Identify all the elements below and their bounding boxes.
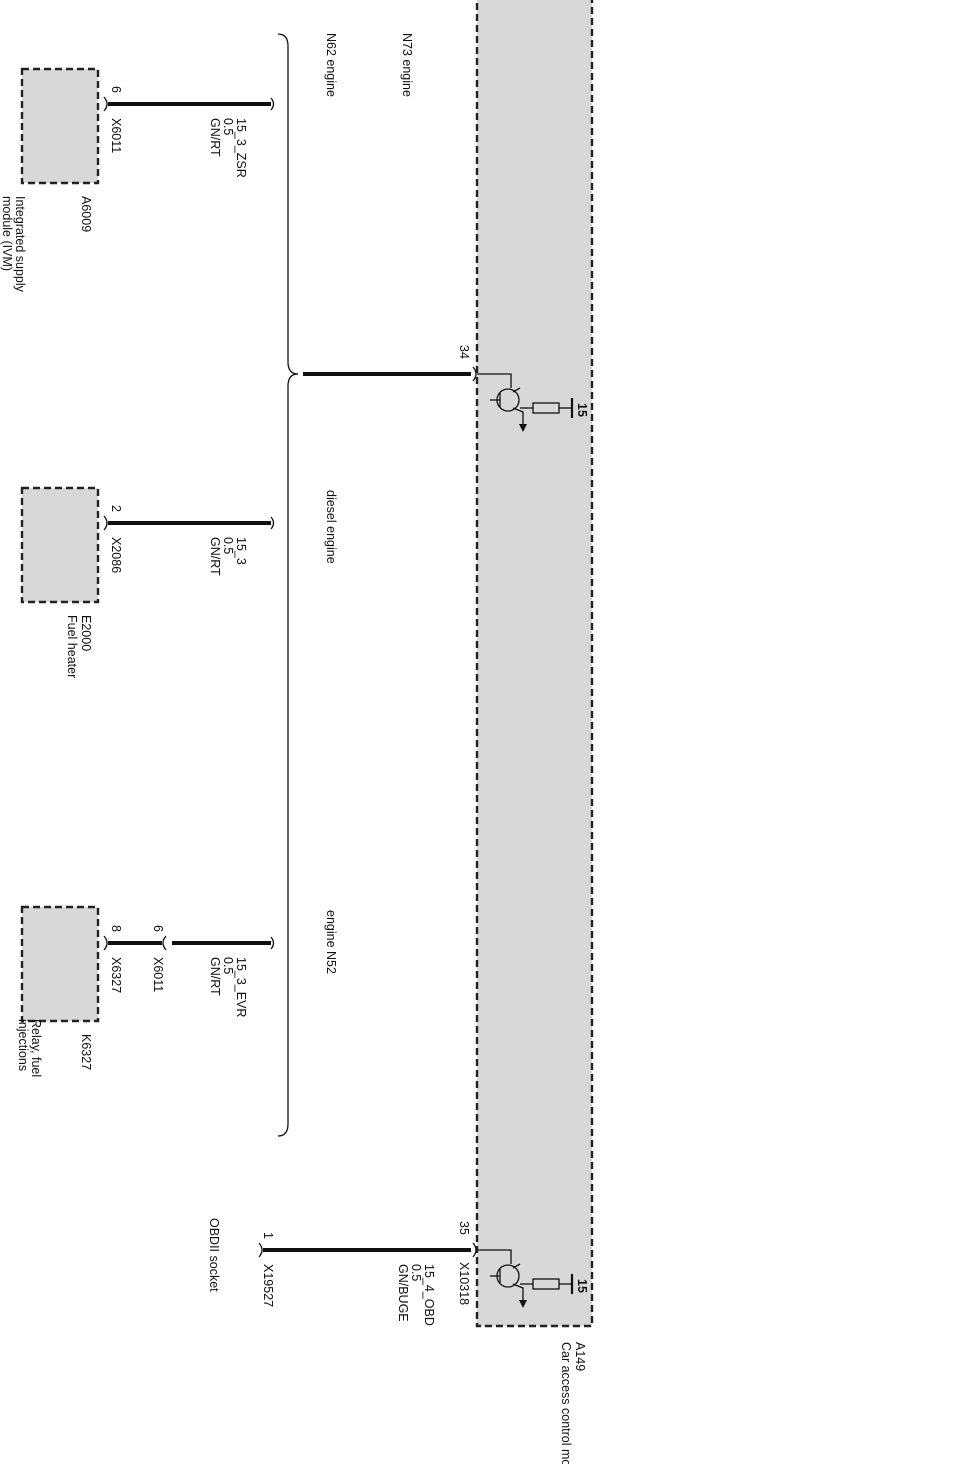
car-access-control-module-box (475, 0, 594, 1328)
module-pin-34: 34 (457, 345, 471, 359)
component-relay: 8 X6327 K6327 Relay, fuel injections (16, 925, 123, 1078)
module-supply-label-lower: 15 (575, 1279, 589, 1293)
internal-transistor-circuit-lower (477, 1249, 574, 1308)
component-fuel-heater: 2 X2086 E2000 Fuel heater (65, 505, 123, 678)
connector-mark-x6011 (162, 935, 167, 951)
obd-socket: 1 X19527 OBDII socket (207, 1218, 275, 1307)
wire-fuel-heater-signal: 15_3 (234, 537, 248, 565)
module-supply-label-upper: 15 (575, 403, 589, 417)
wire-obd-labels: 15_4_OBD 0.5 GN/BUGE (396, 1264, 436, 1326)
wire-relay-cross-section: 0.5 (221, 957, 235, 974)
intermediate-connector-id: X6011 (151, 957, 165, 992)
wire-obd-color: GN/BUGE (396, 1264, 410, 1322)
module-connector: X10318 (457, 1262, 471, 1305)
wire-fuel-heater-color: GN/RT (208, 537, 222, 576)
wire-relay-signal: 15_3_EVR (234, 957, 248, 1017)
wire-ivm-labels: 15_3_ZSR 0.5 GN/RT (208, 118, 248, 178)
connector-mark-ivm (103, 96, 108, 112)
connector-mark-pin35 (472, 1242, 477, 1258)
fuel-heater-id: E2000 (79, 615, 93, 651)
connector-mark-relay (103, 935, 108, 951)
ivm-connector: X6011 (109, 118, 123, 153)
relay-box (20, 905, 100, 1023)
relay-name: Relay, fuel injections (16, 1019, 42, 1078)
relay-id: K6327 (79, 1034, 93, 1070)
engine-diesel-label: diesel engine (324, 490, 338, 564)
relay-connector: X6327 (109, 957, 123, 993)
module-name: Car access control module (559, 1342, 573, 1464)
module-id: A149 (573, 1342, 587, 1371)
intermediate-connector: 6 X6011 (151, 925, 165, 992)
ivm-id: A6009 (79, 196, 93, 232)
wire-obd-cross-section: 0.5 (409, 1264, 423, 1281)
intermediate-pin: 6 (151, 925, 165, 932)
wire-fuel-heater-labels: 15_3 0.5 GN/RT (208, 537, 248, 576)
relay-pin: 8 (109, 925, 123, 932)
engine-n62-label: N62 engine (324, 33, 338, 97)
connector-mark-obd-socket (258, 1242, 263, 1258)
wire-ivm-color: GN/RT (208, 118, 222, 157)
ivm-pin: 6 (109, 86, 123, 93)
module-label: A149 Car access control module (559, 1342, 587, 1464)
wire-fuel-heater-cross-section: 0.5 (221, 537, 235, 554)
wire-obd-signal: 15_4_OBD (422, 1264, 436, 1326)
engine-variant-bracket (277, 33, 299, 1137)
component-ivm: 6 X6011 A6009 Integrated supply module (… (0, 86, 123, 292)
ivm-name-wrap: Integrated supply module (IVM) (0, 196, 26, 292)
wire-ivm-signal: 15_3_ZSR (234, 118, 248, 178)
connector-mark-pin34 (472, 366, 477, 382)
ivm-box (20, 67, 100, 185)
wire-end-relay (270, 936, 275, 950)
wire-end-fuel-heater (270, 516, 275, 530)
wire-relay-color: GN/RT (208, 957, 222, 996)
obd-socket-name: OBDII socket (207, 1218, 221, 1292)
relay-name-wrap: Relay, fuel injections (16, 1019, 42, 1078)
ivm-name: Integrated supply module (IVM) (0, 196, 26, 292)
engine-n52-label: engine N52 (324, 910, 338, 974)
fuel-heater-pin: 2 (109, 505, 123, 512)
wire-ivm-cross-section: 0.5 (221, 118, 235, 135)
obd-socket-pin: 1 (261, 1232, 275, 1239)
engine-n73-label: N73 engine (400, 33, 414, 97)
connector-mark-fuel-heater (103, 515, 108, 531)
fuel-heater-connector: X2086 (109, 537, 123, 573)
internal-transistor-circuit-upper (477, 373, 574, 432)
obd-socket-connector: X19527 (261, 1264, 275, 1307)
module-pin-35: 35 (457, 1221, 471, 1235)
wire-end-ivm (270, 97, 275, 111)
fuel-heater-name: Fuel heater (65, 615, 79, 678)
fuel-heater-box (20, 486, 100, 604)
wire-relay-labels: 15_3_EVR 0.5 GN/RT (208, 957, 248, 1017)
